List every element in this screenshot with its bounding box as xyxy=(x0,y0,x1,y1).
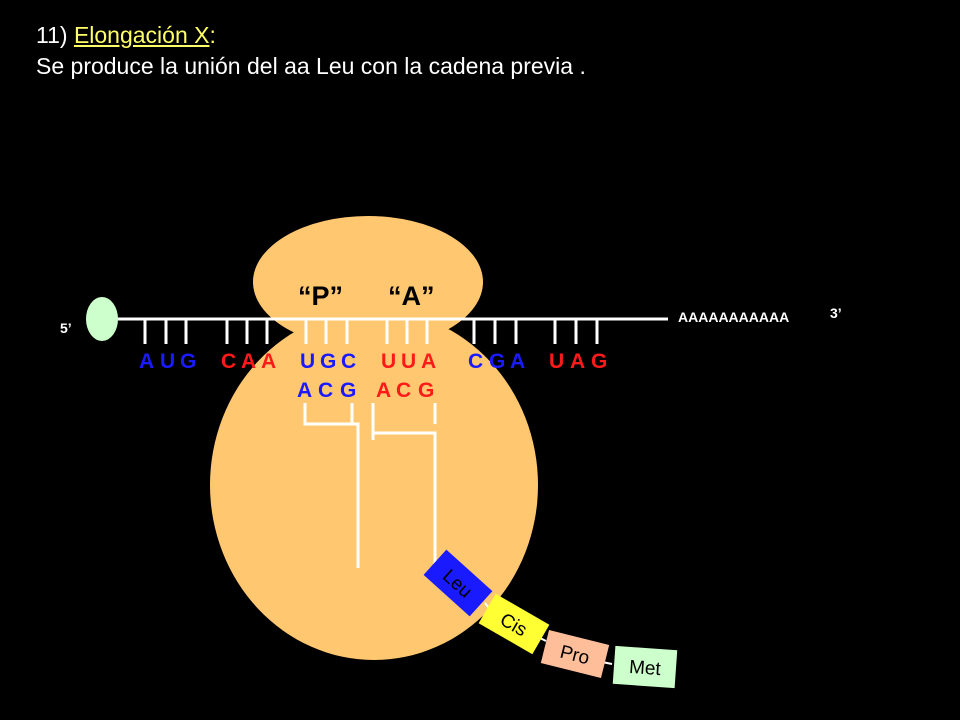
five-prime-label: 5’ xyxy=(60,320,72,336)
slide-subtitle: Se produce la unión del aa Leu con la ca… xyxy=(36,53,586,79)
codon-base: A xyxy=(139,350,154,373)
codon-base: A xyxy=(241,350,256,373)
slide-title: 11) Elongación X: Se produce la unión de… xyxy=(36,20,586,82)
codon-base: G xyxy=(489,350,505,373)
codon-base: A xyxy=(421,350,436,373)
codon-base: A xyxy=(261,350,276,373)
trna-stems xyxy=(303,403,437,568)
step-number: 11) xyxy=(36,22,68,48)
codon-base: C xyxy=(468,350,483,373)
ribosome-small-subunit xyxy=(253,216,483,348)
codon-base: G xyxy=(320,350,336,373)
codon-base: G xyxy=(180,350,196,373)
anticodon-base: A xyxy=(297,379,312,402)
codon-base: A xyxy=(510,350,525,373)
title-line: 11) Elongación X: xyxy=(36,20,586,51)
codon-base: U xyxy=(300,350,315,373)
amino-acid-pro: Pro xyxy=(540,630,610,678)
heading-colon: : xyxy=(209,22,216,48)
codon-base: U xyxy=(160,350,175,373)
codon-base: U xyxy=(549,350,564,373)
site-p-label: “P” xyxy=(298,281,343,311)
cis-box xyxy=(478,593,550,655)
amino-acid-met: Met xyxy=(612,645,678,689)
five-prime-cap xyxy=(86,297,118,341)
trna-p-stem xyxy=(303,403,360,568)
site-a-label: “A” xyxy=(388,281,435,311)
codon-base: A xyxy=(570,350,585,373)
anticodon-base: C xyxy=(396,379,411,402)
step-heading: Elongación X xyxy=(73,22,210,48)
anticodon-base: C xyxy=(318,379,333,402)
codon-base: U xyxy=(401,350,416,373)
codon-base: C xyxy=(221,350,236,373)
codon-base: G xyxy=(591,350,607,373)
trna-a-stem xyxy=(371,403,437,568)
met-label: Met xyxy=(628,657,662,680)
amino-acid-cis: Cis xyxy=(478,593,550,655)
codon-base: C xyxy=(341,350,356,373)
codon-base: U xyxy=(381,350,396,373)
leu-box xyxy=(423,549,493,617)
met-box xyxy=(612,645,678,689)
mrna-ticks xyxy=(143,319,599,344)
three-prime-label: 3’ xyxy=(830,305,842,321)
amino-acid-leu: Leu xyxy=(423,549,493,617)
pro-box xyxy=(540,630,610,678)
anticodon-base: G xyxy=(418,379,434,402)
poly-a-tail: AAAAAAAAAAA xyxy=(678,309,789,325)
anticodon-base: G xyxy=(340,379,356,402)
anticodon-base: A xyxy=(376,379,391,402)
